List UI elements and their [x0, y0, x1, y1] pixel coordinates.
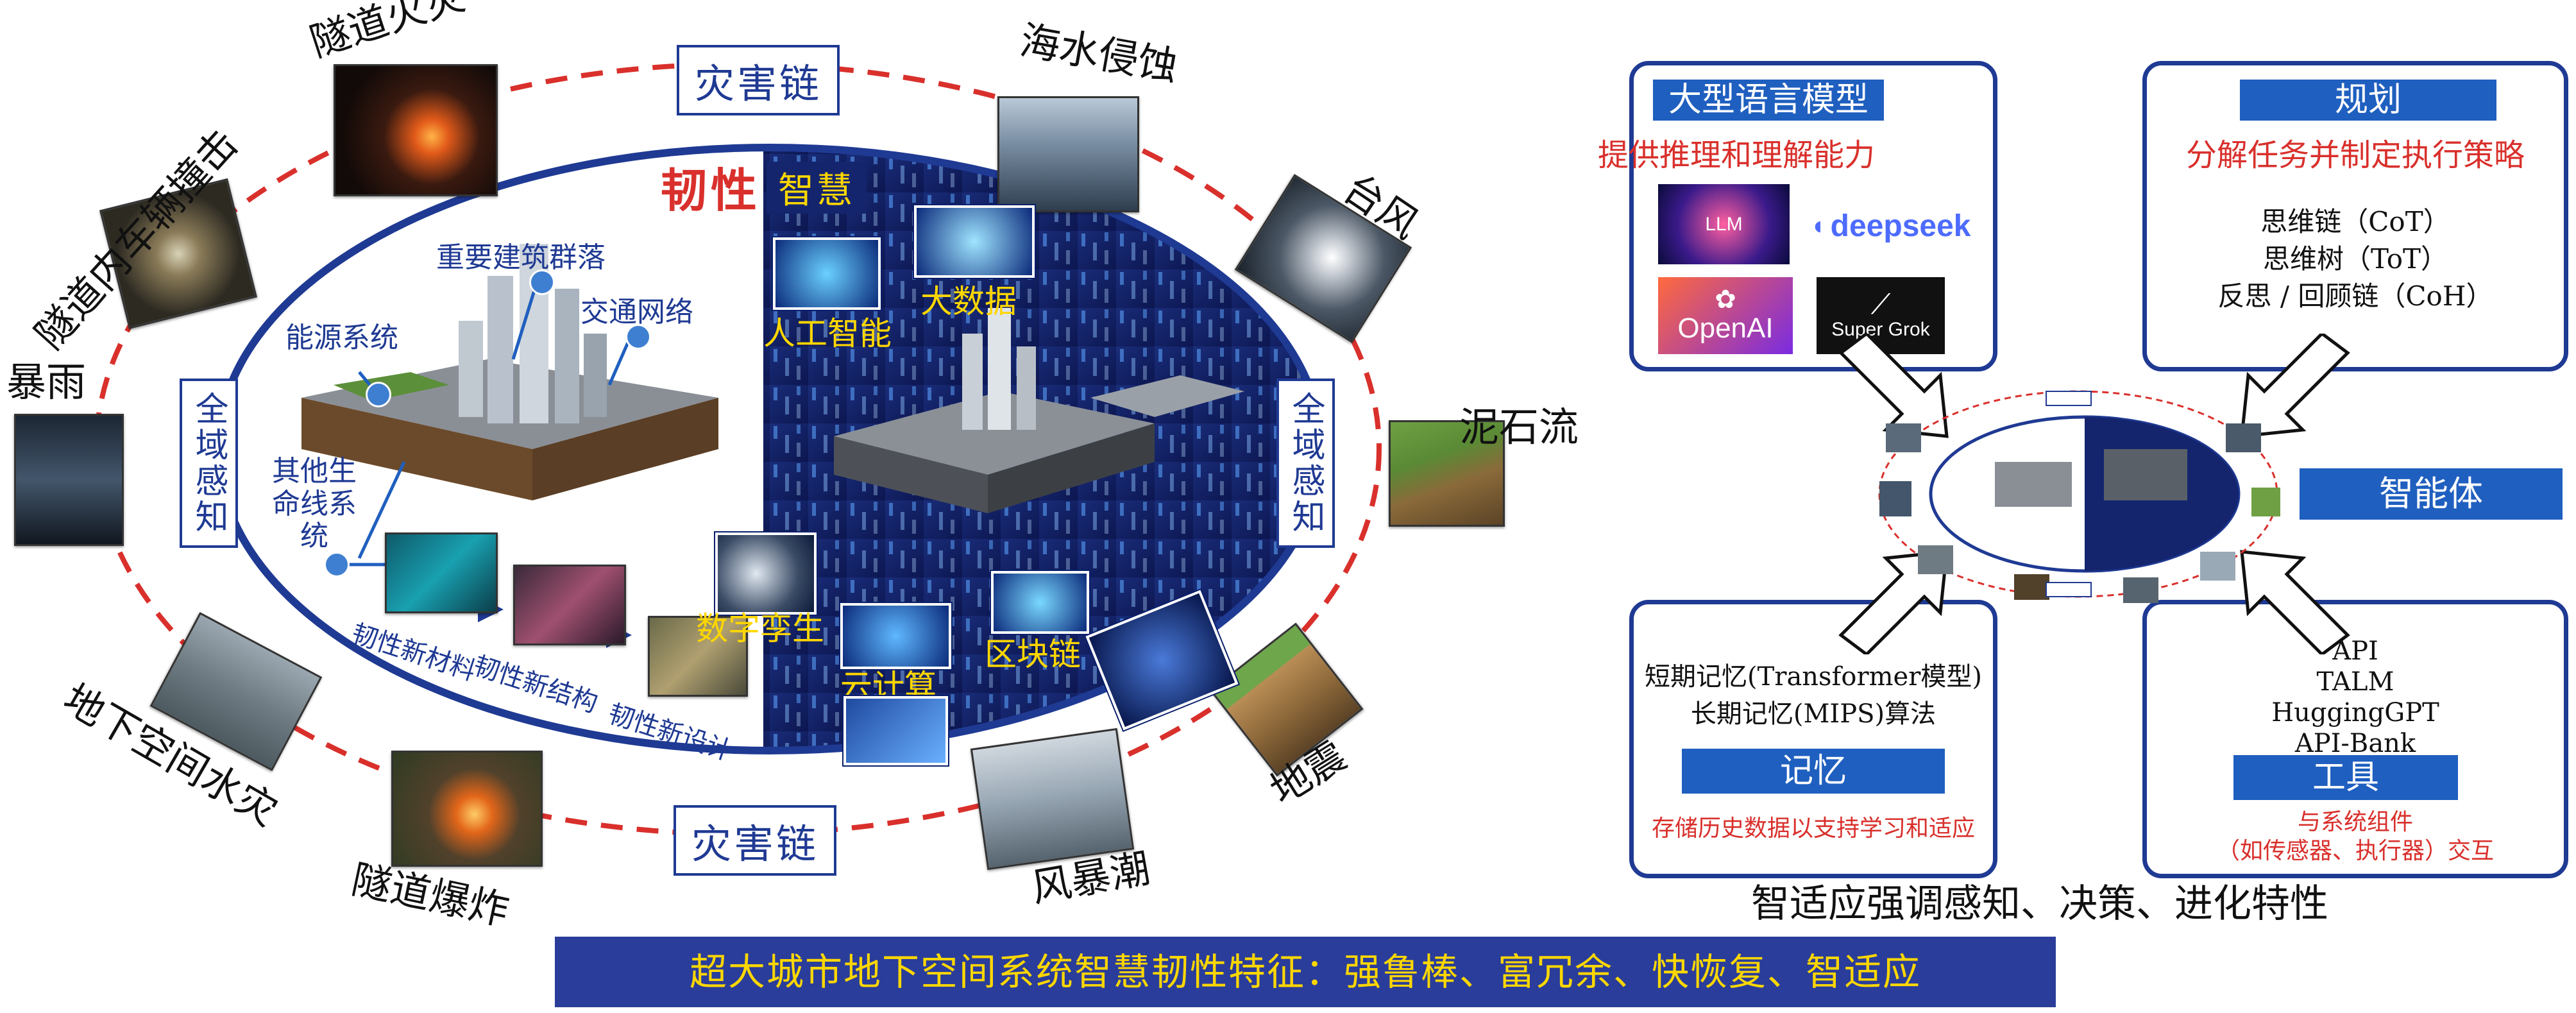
memory-title: 记忆: [1682, 749, 1945, 794]
arrow-from-tools: [2240, 550, 2350, 654]
agent-arrows: [1838, 334, 2350, 654]
rainstorm-photo: [14, 414, 124, 546]
memory-item-short: 短期记忆(Transformer模型): [1645, 662, 1982, 692]
tunnel-explosion-photo: [391, 751, 543, 867]
footer-banner: 超大城市地下空间系统智慧韧性特征：强鲁棒、富冗余、快恢复、智适应: [555, 937, 2056, 1007]
new-design-photo: [648, 616, 748, 697]
llm-panel: 大型语言模型 提供推理和理解能力 LLM ◖ deepseek ✿ OpenAI…: [1598, 61, 1997, 371]
memory-panel: 短期记忆(Transformer模型) 长期记忆(MIPS)算法 记忆 存储历史…: [1629, 600, 1997, 878]
arrow-from-memory: [1838, 550, 1949, 654]
tools-item-hugginggpt: HuggingGPT: [2271, 698, 2439, 728]
openai-logo-text: OpenAI: [1677, 312, 1774, 344]
deepseek-logo: ◖ deepseek: [1804, 200, 1977, 251]
emphasis-text: 智适应强调感知、决策、进化特性: [1751, 881, 2328, 926]
disaster-chain-bottom: 灾害链: [674, 805, 837, 876]
disaster-chain-top: 灾害链: [677, 45, 840, 115]
energy-system-label: 能源系统: [285, 321, 398, 354]
tools-title: 工具: [2233, 755, 2458, 800]
planning-item-cot: 思维链（CoT）: [2260, 206, 2450, 237]
building-node-icon: [529, 269, 555, 295]
perception-right: 全域感知: [1276, 379, 1335, 548]
planning-item-tot: 思维树（ToT）: [2262, 243, 2448, 275]
grok-logo: ⟋ Super Grok: [1817, 277, 1945, 354]
arrow-from-planning: [2240, 334, 2350, 438]
openai-logo: ✿ OpenAI: [1658, 277, 1793, 354]
cloud-screen-box: [843, 696, 948, 765]
planning-panel: 规划 分解任务并制定执行策略 思维链（CoT） 思维树（ToT） 反思 / 回顾…: [2142, 61, 2568, 371]
perception-left: 全域感知: [180, 379, 238, 548]
llm-title: 大型语言模型: [1653, 80, 1884, 121]
transport-label: 交通网络: [580, 296, 693, 328]
resilience-label: 韧性: [661, 163, 761, 217]
digital-twin-box: [715, 532, 817, 615]
ai-tech-box: [773, 237, 881, 310]
new-structure-photo: [513, 565, 626, 645]
debris-flow-photo: [1389, 420, 1505, 527]
llm-logo-text: LLM: [1705, 213, 1743, 235]
tunnel-fire-photo: [334, 64, 498, 196]
blockchain-tech-box: [991, 571, 1089, 634]
blockchain-label: 区块链: [985, 636, 1081, 673]
bigdata-label: 大数据: [920, 283, 1017, 320]
memory-subtitle: 存储历史数据以支持学习和适应: [1651, 815, 1975, 842]
deepseek-logo-text: deepseek: [1830, 209, 1971, 243]
llm-subtitle: 提供推理和理解能力: [1597, 137, 1875, 173]
tools-panel: API TALM HuggingGPT API-Bank 工具 与系统组件 （如…: [2142, 600, 2568, 878]
other-lifeline-label: 其他生命线系统: [272, 455, 357, 553]
debris-flow-label: 泥石流: [1459, 404, 1579, 450]
rainstorm-label: 暴雨: [6, 359, 87, 405]
buildings-label: 重要建筑群落: [436, 241, 606, 274]
memory-item-long: 长期记忆(MIPS)算法: [1690, 699, 1936, 729]
tools-subtitle-2: （如传感器、执行器）交互: [2216, 838, 2494, 864]
agent-thumbnail: [1878, 390, 2280, 603]
llm-logo: LLM: [1658, 184, 1790, 264]
arrow-from-llm: [1838, 334, 1949, 438]
grok-logo-text: Super Grok: [1831, 319, 1930, 340]
whale-icon: ◖: [1809, 211, 1826, 240]
wisdom-label: 智慧: [767, 162, 867, 214]
cloud-tech-box: [840, 603, 951, 669]
transport-node-icon: [625, 324, 651, 350]
tools-subtitle-1: 与系统组件: [2297, 809, 2413, 835]
seawater-erosion-photo: [997, 96, 1139, 212]
bigdata-tech-box: [914, 205, 1035, 278]
tools-item-talm: TALM: [2316, 667, 2394, 697]
openai-icon: ✿: [1715, 285, 1736, 314]
ai-label: 人工智能: [763, 315, 892, 352]
planning-subtitle: 分解任务并制定执行策略: [2185, 137, 2525, 173]
smart-city-model: [834, 308, 1244, 513]
agent-label: 智能体: [2300, 468, 2563, 520]
city-model: [301, 244, 718, 500]
planning-item-coh: 反思 / 回顾链（CoH）: [2217, 280, 2493, 312]
tools-item-api-bank: API-Bank: [2294, 729, 2416, 758]
energy-node-icon: [366, 382, 391, 407]
planning-title: 规划: [2240, 80, 2496, 121]
digital-twin-label: 数字孪生: [696, 610, 824, 647]
lifeline-node-icon: [324, 552, 350, 577]
grok-icon: ⟋: [1870, 289, 1891, 320]
new-material-photo: [385, 532, 498, 613]
